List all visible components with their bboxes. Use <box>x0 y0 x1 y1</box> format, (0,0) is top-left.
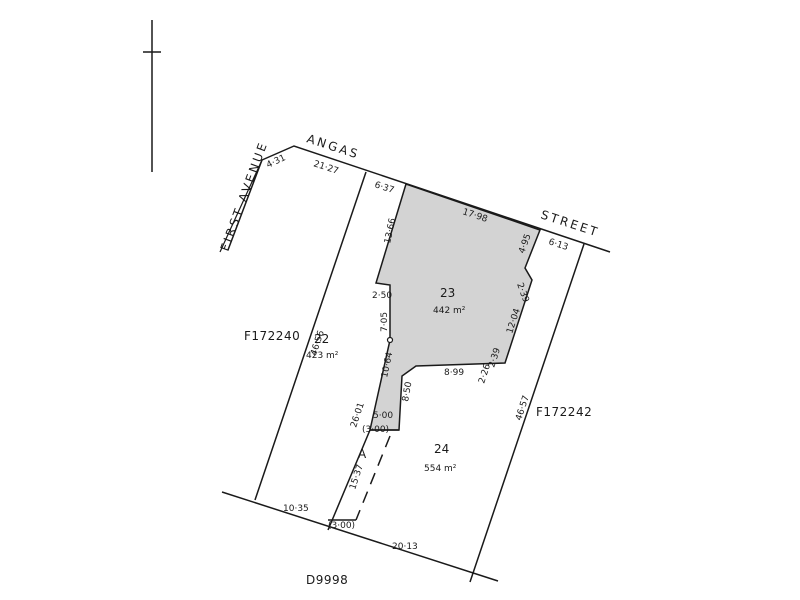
plan-ref-left: F172240 <box>244 329 300 343</box>
first-avenue-boundary <box>219 159 263 253</box>
dimension-label: 7·05 <box>380 312 390 332</box>
dimension-label: 6·13 <box>547 237 569 253</box>
lot-22-number: 22 <box>314 332 329 346</box>
dimension-label: 4·31 <box>265 153 287 171</box>
lot-24-right-boundary <box>469 243 585 583</box>
boundary-marker <box>386 336 394 344</box>
street-name-street: STREET <box>539 208 601 240</box>
lot-22-area: 423 m² <box>306 351 339 361</box>
access-handle-left <box>327 429 371 531</box>
dimension-label: 8·99 <box>444 368 464 378</box>
street-name-first-avenue: FIRST AVENUE <box>218 139 271 253</box>
dimension-label: 6·37 <box>373 180 395 196</box>
lot-23-number: 23 <box>440 286 455 300</box>
dimension-label: 20·13 <box>392 542 418 552</box>
lot-23-area: 442 m² <box>433 306 466 316</box>
dimension-label: 8·50 <box>401 381 414 403</box>
easement-dashed-line <box>355 435 391 521</box>
lot-24-number: 24 <box>434 442 449 456</box>
dimension-label: 2·26 <box>477 363 493 385</box>
north-arrow-icon <box>143 20 161 172</box>
dimension-label: 2·50 <box>372 291 392 301</box>
lot-22-left-boundary <box>254 171 367 501</box>
rear-boundary <box>221 491 499 582</box>
dimension-label: 5·00 <box>373 411 393 421</box>
street-name-angas: ANGAS <box>305 132 361 162</box>
dimension-label: (3·00) <box>328 521 355 531</box>
plan-ref-bottom: D9998 <box>306 573 348 587</box>
dimension-label: 15·37 <box>348 463 365 491</box>
easement-label: A <box>358 447 367 461</box>
lot-24-area: 554 m² <box>424 464 457 474</box>
plan-ref-right: F172242 <box>536 405 592 419</box>
lot-23-shape <box>369 183 541 431</box>
dimension-label: 10·35 <box>283 504 309 514</box>
street-frontage-line <box>227 145 611 253</box>
dimension-label: (3·00) <box>362 425 389 435</box>
dimension-label: 21·27 <box>312 159 340 176</box>
